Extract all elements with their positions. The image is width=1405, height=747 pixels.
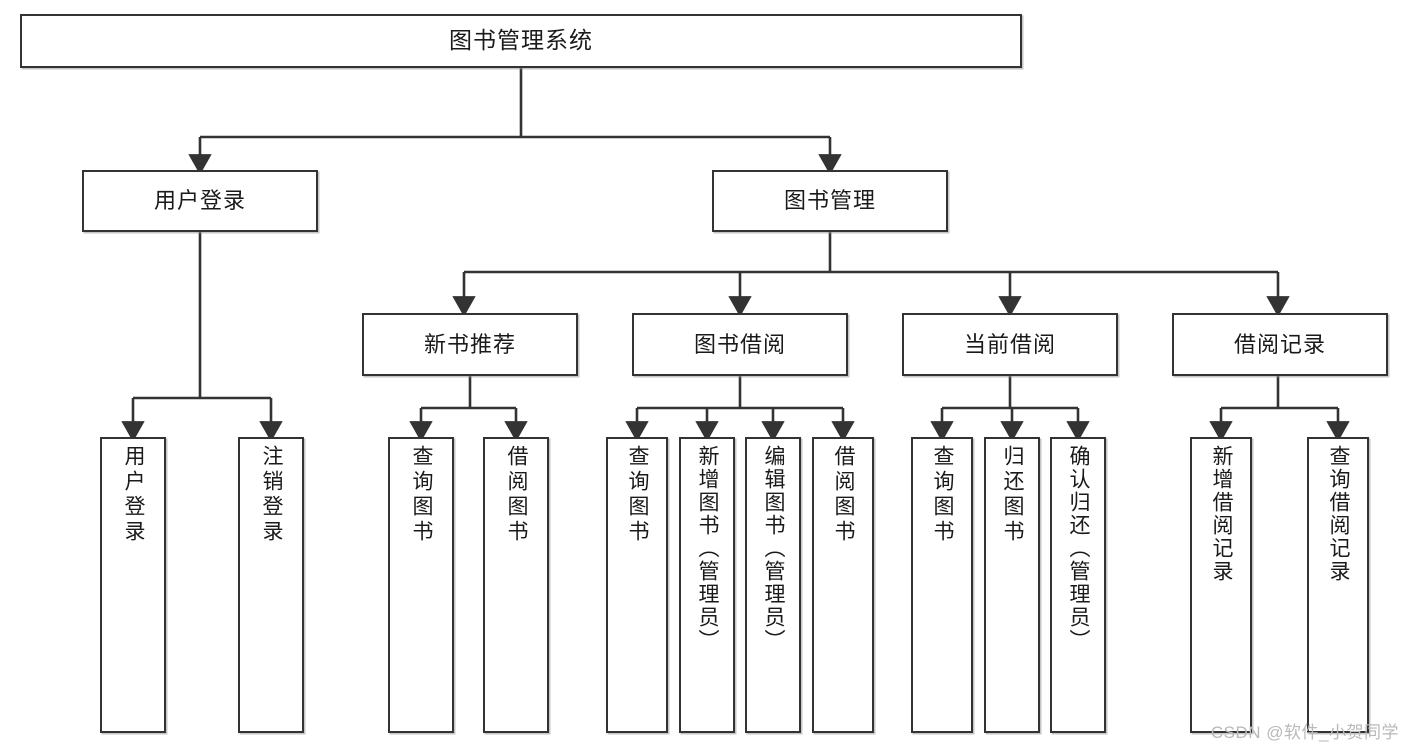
watermark: CSDN @软件_小贺同学: [1210, 723, 1399, 742]
node-current-borrow[interactable]: 当前借阅: [902, 313, 1118, 376]
leaf-edit-book-admin-label: 编辑图书（管理员）: [762, 445, 786, 652]
node-user-login[interactable]: 用户登录: [82, 170, 318, 232]
leaf-query-borrow-record-label: 查询借阅记录: [1327, 445, 1351, 583]
leaf-logout-label: 注销登录: [260, 445, 284, 545]
leaf-user-login-label: 用户登录: [122, 445, 146, 545]
leaf-query-book-current-label: 查询图书: [931, 445, 955, 545]
node-root[interactable]: 图书管理系统: [20, 14, 1022, 68]
leaf-user-login[interactable]: 用户登录: [100, 437, 166, 733]
leaf-return-book[interactable]: 归还图书: [984, 437, 1040, 733]
node-user-login-label: 用户登录: [153, 188, 246, 214]
leaf-query-book-recommend-label: 查询图书: [410, 445, 434, 545]
node-book-management-label: 图书管理: [783, 188, 876, 214]
leaf-return-book-label: 归还图书: [1001, 445, 1025, 545]
leaf-borrow-book-label: 借阅图书: [832, 445, 856, 545]
node-new-book-recommend-label: 新书推荐: [423, 331, 516, 357]
leaf-confirm-return-admin-label: 确认归还（管理员）: [1067, 445, 1091, 652]
leaf-borrow-book-recommend-label: 借阅图书: [505, 445, 529, 545]
leaf-add-book-admin-label: 新增图书（管理员）: [696, 445, 720, 652]
leaf-add-borrow-record-label: 新增借阅记录: [1210, 445, 1234, 583]
leaf-logout[interactable]: 注销登录: [238, 437, 304, 733]
leaf-add-borrow-record[interactable]: 新增借阅记录: [1190, 437, 1252, 733]
leaf-query-book-current[interactable]: 查询图书: [911, 437, 973, 733]
leaf-query-book-recommend[interactable]: 查询图书: [388, 437, 454, 733]
leaf-query-book-borrow-label: 查询图书: [626, 445, 650, 545]
node-new-book-recommend[interactable]: 新书推荐: [362, 313, 578, 376]
node-book-management[interactable]: 图书管理: [712, 170, 948, 232]
node-root-label: 图书管理系统: [449, 27, 593, 54]
leaf-confirm-return-admin[interactable]: 确认归还（管理员）: [1050, 437, 1106, 733]
leaf-query-book-borrow[interactable]: 查询图书: [606, 437, 668, 733]
node-borrow-record[interactable]: 借阅记录: [1172, 313, 1388, 376]
node-book-borrow-label: 图书借阅: [693, 331, 786, 357]
leaf-edit-book-admin[interactable]: 编辑图书（管理员）: [745, 437, 801, 733]
leaf-query-borrow-record[interactable]: 查询借阅记录: [1307, 437, 1369, 733]
node-current-borrow-label: 当前借阅: [963, 331, 1056, 357]
leaf-borrow-book[interactable]: 借阅图书: [812, 437, 874, 733]
leaf-add-book-admin[interactable]: 新增图书（管理员）: [679, 437, 735, 733]
leaf-borrow-book-recommend[interactable]: 借阅图书: [483, 437, 549, 733]
node-borrow-record-label: 借阅记录: [1233, 331, 1326, 357]
node-book-borrow[interactable]: 图书借阅: [632, 313, 848, 376]
